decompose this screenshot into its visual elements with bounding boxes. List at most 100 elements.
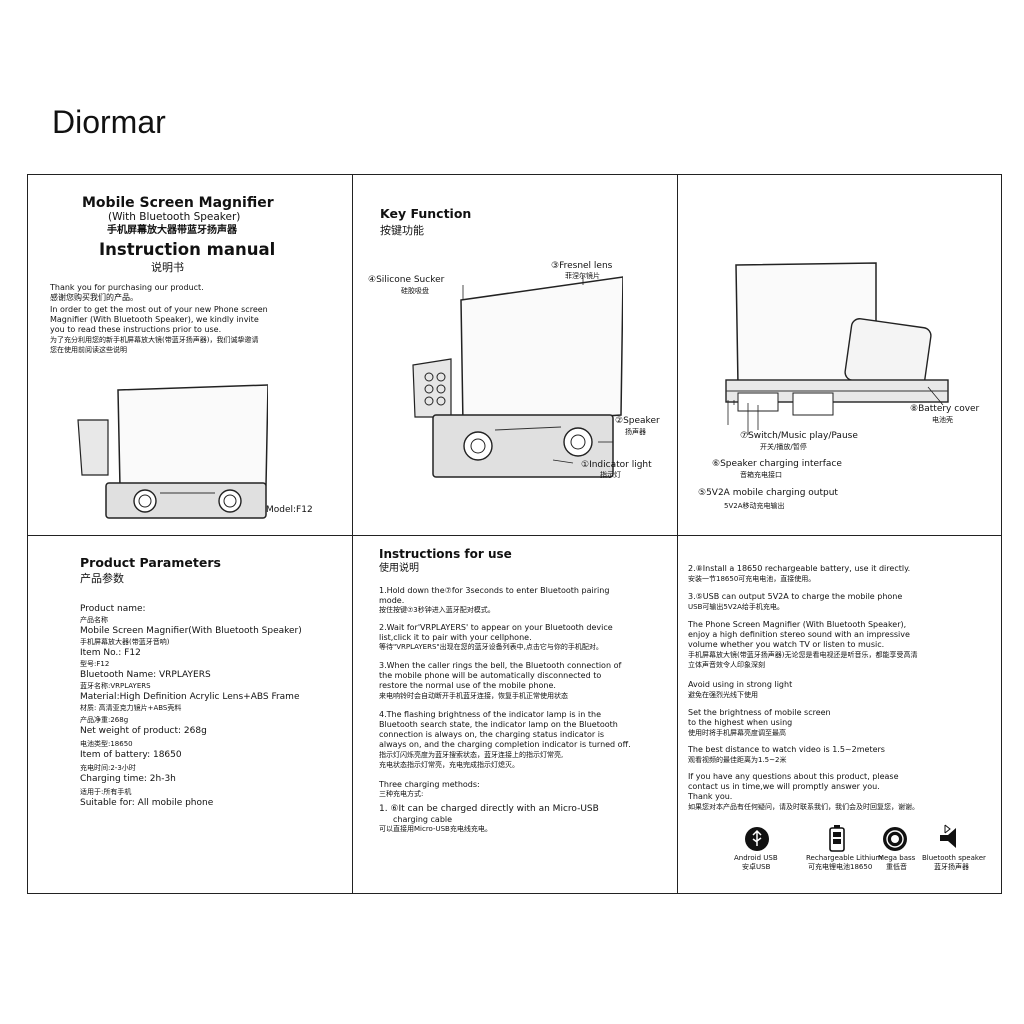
note-line: USB可输出5V2A给手机充电。 bbox=[688, 603, 784, 611]
product-subtitle: (With Bluetooth Speaker) bbox=[108, 211, 241, 223]
instruction-line: connection is always on, the charging st… bbox=[379, 730, 605, 739]
sucker-label: ④Silicone Sucker bbox=[368, 275, 445, 285]
instructions-title-cn: 使用说明 bbox=[379, 563, 419, 574]
row-divider bbox=[28, 535, 1001, 536]
parameters-title: Product Parameters bbox=[80, 555, 221, 570]
icon-label: 安卓USB bbox=[742, 863, 771, 871]
note-line: 避免在强烈光线下使用 bbox=[688, 691, 758, 699]
parameters-title-cn: 产品参数 bbox=[80, 572, 124, 585]
panel-parameters: Product Parameters 产品参数 Product name: 产品… bbox=[28, 536, 352, 894]
note-line: volume whether you watch TV or listen to… bbox=[688, 640, 885, 649]
instruction-line: restore the normal use of the mobile pho… bbox=[379, 681, 556, 690]
fresnel-label: ③Fresnel lens bbox=[551, 261, 613, 271]
note-line: 手机屏幕放大镜(带蓝牙扬声器)无论您是看电视还是听音乐，都能享受高清 bbox=[688, 651, 918, 659]
key-function-title-cn: 按键功能 bbox=[380, 224, 424, 237]
parameter-line: Net weight of product: 268g bbox=[80, 726, 207, 736]
icon-label: 蓝牙扬声器 bbox=[934, 863, 969, 871]
parameter-line: 型号:F12 bbox=[80, 660, 110, 668]
parameter-line: Item No.: F12 bbox=[80, 648, 141, 658]
instruction-line: 指示灯闪烁亮度为蓝牙搜索状态，蓝牙连接上的指示灯常亮, bbox=[379, 751, 564, 759]
intro-line: 为了充分利用您的新手机屏幕放大镜(带蓝牙扬声器)，我们诚挚邀请 bbox=[50, 336, 259, 344]
indicator-label: ①Indicator light bbox=[581, 460, 652, 470]
icon-label: Mega bass bbox=[878, 854, 916, 862]
note-line: 2.⑧Install a 18650 rechargeable battery,… bbox=[688, 564, 911, 573]
instruction-line: mode. bbox=[379, 596, 405, 605]
parameter-line: 电池类型:18650 bbox=[80, 740, 133, 748]
manual-title-cn: 说明书 bbox=[151, 261, 184, 274]
battery-label-cn: 电池壳 bbox=[932, 416, 953, 424]
instruction-line: 可以直接用Micro-USB充电线充电。 bbox=[379, 825, 492, 833]
model-label: Model:F12 bbox=[266, 505, 313, 515]
charging-interface-label-cn: 音箱充电接口 bbox=[740, 471, 782, 479]
switch-label: ⑦Switch/Music play/Pause bbox=[740, 431, 858, 441]
product-title-cn: 手机屏幕放大器带蓝牙扬声器 bbox=[107, 225, 237, 236]
instruction-line: 1.Hold down the⑦for 3seconds to enter Bl… bbox=[379, 586, 610, 595]
instruction-sheet: Mobile Screen Magnifier (With Bluetooth … bbox=[27, 174, 1002, 894]
battery-icon bbox=[829, 825, 845, 852]
ports-diagram bbox=[725, 262, 949, 435]
instructions-title: Instructions for use bbox=[379, 547, 512, 561]
instruction-line: 4.The flashing brightness of the indicat… bbox=[379, 710, 602, 719]
speaker-label: ②Speaker bbox=[615, 416, 660, 426]
manual-title: Instruction manual bbox=[99, 240, 276, 259]
parameter-line: 充电时间:2-3小时 bbox=[80, 764, 136, 772]
parameter-line: 产品名称 bbox=[80, 616, 108, 624]
note-line: If you have any questions about this pro… bbox=[688, 772, 899, 781]
note-line: Avoid using in strong light bbox=[688, 680, 793, 689]
note-line: The Phone Screen Magnifier (With Bluetoo… bbox=[688, 620, 907, 629]
parameter-line: 产品净重:268g bbox=[80, 716, 129, 724]
icon-label: 可充电锂电池18650 bbox=[808, 863, 873, 871]
product-title: Mobile Screen Magnifier bbox=[82, 195, 274, 211]
instruction-line: Bluetooth search state, the indicator la… bbox=[379, 720, 618, 729]
parameter-line: 手机屏幕放大器(带蓝牙音响) bbox=[80, 638, 170, 646]
instruction-line: charging cable bbox=[393, 815, 453, 824]
note-line: 立体声音效令人印象深刻 bbox=[688, 661, 765, 669]
parameter-line: Bluetooth Name: VRPLAYERS bbox=[80, 670, 211, 680]
note-line: 3.⑤USB can output 5V2A to charge the mob… bbox=[688, 592, 903, 601]
magnifier-illustration bbox=[77, 384, 268, 519]
parameter-line: 蓝牙名称:VRPLAYERS bbox=[80, 682, 151, 690]
speaker-label-cn: 扬声器 bbox=[625, 428, 646, 436]
instruction-line: 充电状态指示灯常亮，充电完成指示灯熄灭。 bbox=[379, 761, 519, 769]
parameter-line: Material:High Definition Acrylic Lens+AB… bbox=[80, 692, 300, 702]
panel-notes: 2.⑧Install a 18650 rechargeable battery,… bbox=[678, 536, 1002, 894]
android-usb-icon bbox=[745, 827, 769, 851]
note-line: contact us in time,we will promptly answ… bbox=[688, 782, 880, 791]
battery-label: ⑧Battery cover bbox=[910, 404, 980, 414]
icon-label: Android USB bbox=[734, 854, 778, 862]
switch-label-cn: 开关/播放/暂停 bbox=[760, 443, 807, 451]
intro-line: Thank you for purchasing our product. bbox=[50, 283, 204, 292]
intro-line: Magnifier (With Bluetooth Speaker), we k… bbox=[50, 315, 259, 324]
usb-output-label-cn: 5V2A移动充电输出 bbox=[724, 502, 785, 510]
note-line: Set the brightness of mobile screen bbox=[688, 708, 831, 717]
sucker-label-cn: 硅胶吸盘 bbox=[401, 287, 429, 295]
parameter-line: Item of battery: 18650 bbox=[80, 750, 182, 760]
charging-methods-title: Three charging methods: bbox=[379, 780, 480, 789]
mega-bass-icon bbox=[883, 827, 907, 851]
parameter-line: 适用于:所有手机 bbox=[80, 788, 132, 796]
column-divider bbox=[352, 175, 353, 893]
icon-label: Rechargeable Lithium bbox=[806, 854, 883, 862]
panel-cover: Mobile Screen Magnifier (With Bluetooth … bbox=[28, 175, 352, 535]
instruction-line: 来电响铃时会自动断开手机蓝牙连接，恢复手机正常使用状态 bbox=[379, 692, 568, 700]
note-line: 使用时将手机屏幕亮度调至最高 bbox=[688, 729, 786, 737]
parameter-line: Charging time: 2h-3h bbox=[80, 774, 176, 784]
icon-label: 重低音 bbox=[886, 863, 907, 871]
note-line: Thank you. bbox=[688, 792, 733, 801]
instruction-line: 等待"VRPLAYERS"出现在您的蓝牙设备列表中,点击它与你的手机配对。 bbox=[379, 643, 603, 651]
instruction-line: always on, and the charging completion i… bbox=[379, 740, 631, 749]
note-line: The best distance to watch video is 1.5~… bbox=[688, 745, 885, 754]
note-line: to the highest when using bbox=[688, 718, 793, 727]
indicator-label-cn: 指示灯 bbox=[600, 471, 621, 479]
note-line: 安装一节18650可充电电池，直接使用。 bbox=[688, 575, 816, 583]
instruction-line: list,click it to pair with your cellphon… bbox=[379, 633, 532, 642]
icon-label: Bluetooth speaker bbox=[922, 854, 986, 862]
parameter-line: Suitable for: All mobile phone bbox=[80, 798, 214, 808]
intro-line: you to read these instructions prior to … bbox=[50, 325, 222, 334]
parameter-line: Product name: bbox=[80, 604, 146, 614]
instruction-line: 1. ⑥It can be charged directly with an M… bbox=[379, 804, 599, 814]
fresnel-label-cn: 菲涅尔镜片 bbox=[565, 272, 600, 280]
panel-instructions: Instructions for use 使用说明 1.Hold down th… bbox=[353, 536, 677, 894]
note-line: 观看视频的最佳距离为1.5~2米 bbox=[688, 756, 787, 764]
note-line: 如果您对本产品有任何疑问，请及时联系我们，我们会及时回复您，谢谢。 bbox=[688, 803, 919, 811]
